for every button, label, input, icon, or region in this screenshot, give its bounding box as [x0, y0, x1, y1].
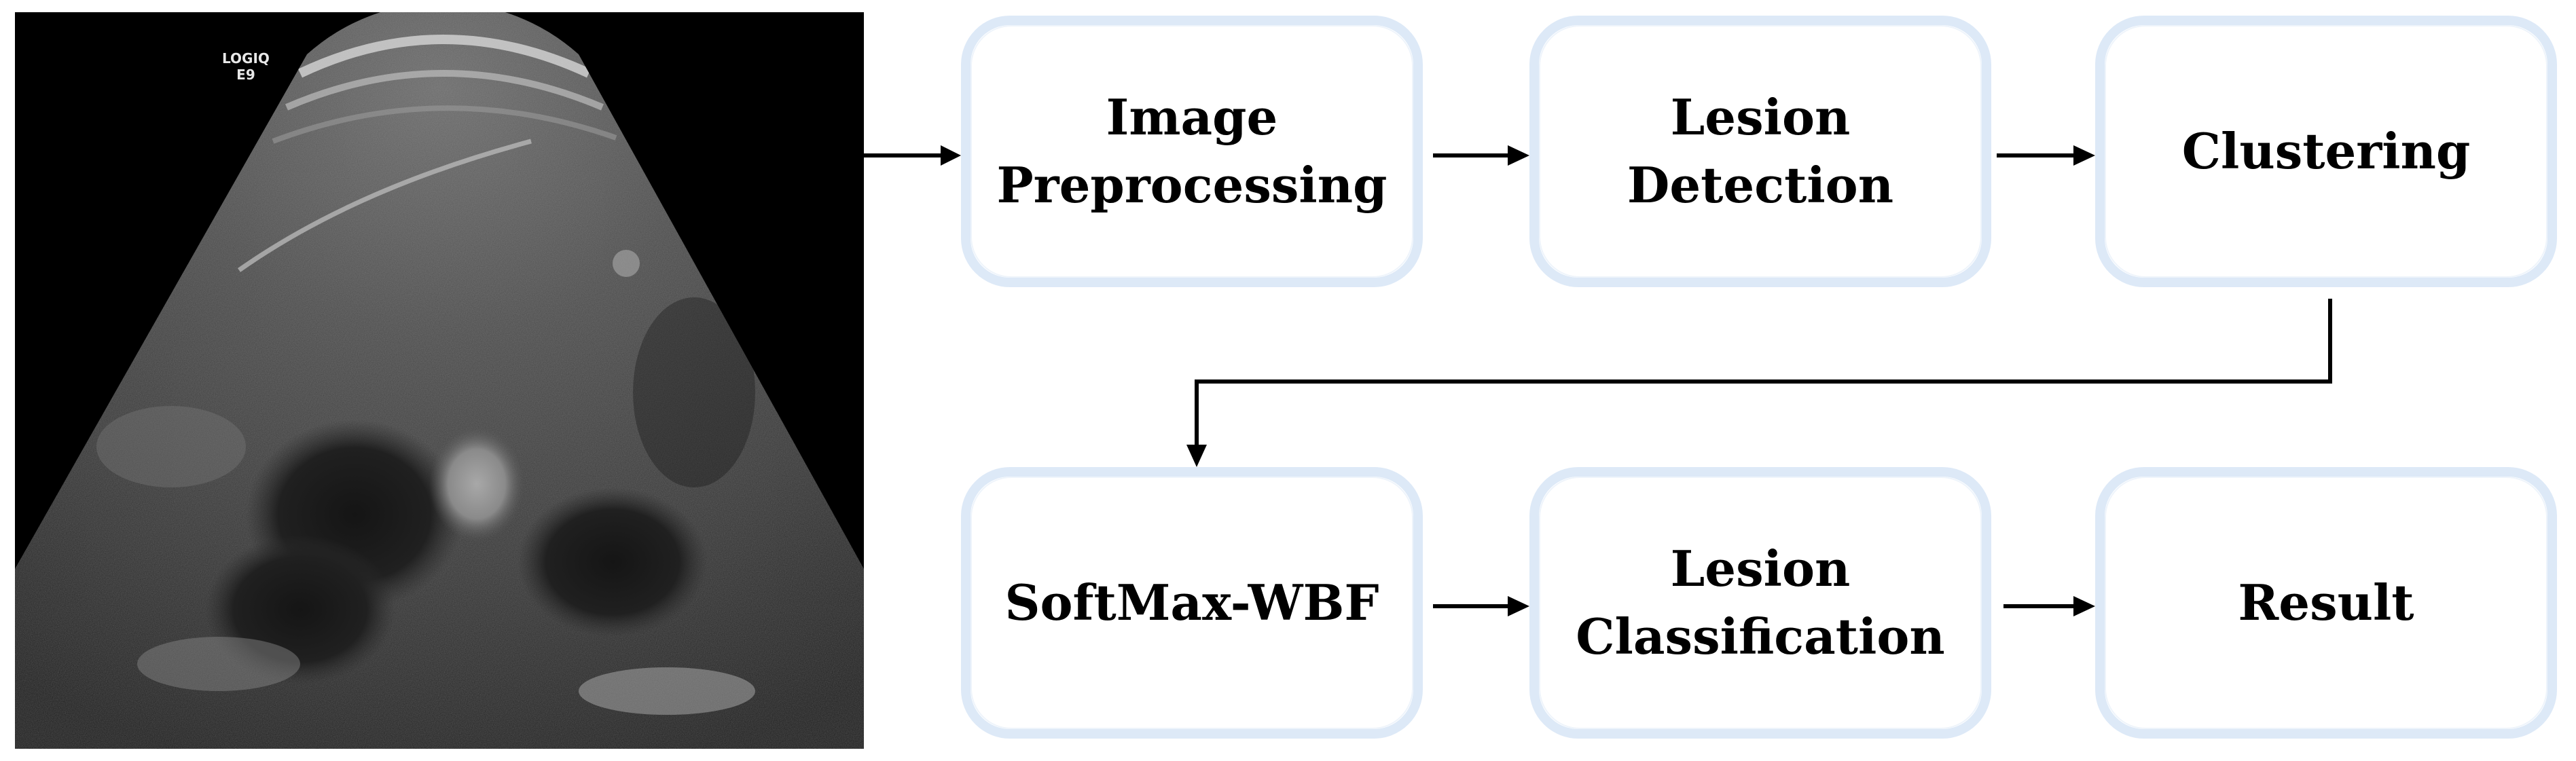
step-softmax-wbf: SoftMax-WBF [961, 467, 1423, 739]
step-lesion-detection: Lesion Detection [1529, 16, 1991, 287]
arrow-detection-to-clustering [1997, 145, 2095, 166]
step-lesion-classification: Lesion Classification [1529, 467, 1991, 739]
step-label: Lesion Detection [1627, 88, 1894, 214]
arrow-preprocessing-to-detection [1433, 145, 1529, 166]
arrow-classification-to-result [2003, 596, 2095, 616]
ultrasound-scan-graphic [15, 12, 864, 749]
step-label: Lesion Classification [1576, 540, 1945, 665]
scanner-model-line2: E9 [236, 67, 255, 83]
step-clustering: Clustering [2095, 16, 2557, 287]
step-label: Result [2238, 574, 2414, 631]
step-image-preprocessing: Image Preprocessing [961, 16, 1423, 287]
scanner-model-label: LOGIQ E9 [222, 50, 270, 83]
arrow-clustering-to-softmax-wbf [1186, 299, 2332, 467]
step-label: Image Preprocessing [996, 88, 1387, 214]
step-label: SoftMax-WBF [1004, 574, 1379, 631]
arrow-softmax-to-classification [1433, 596, 1529, 616]
scanner-model-line1: LOGIQ [222, 50, 270, 67]
arrow-image-to-preprocessing [864, 145, 961, 166]
ultrasound-image: LOGIQ E9 [15, 12, 864, 749]
step-label: Clustering [2181, 122, 2471, 180]
step-result: Result [2095, 467, 2557, 739]
